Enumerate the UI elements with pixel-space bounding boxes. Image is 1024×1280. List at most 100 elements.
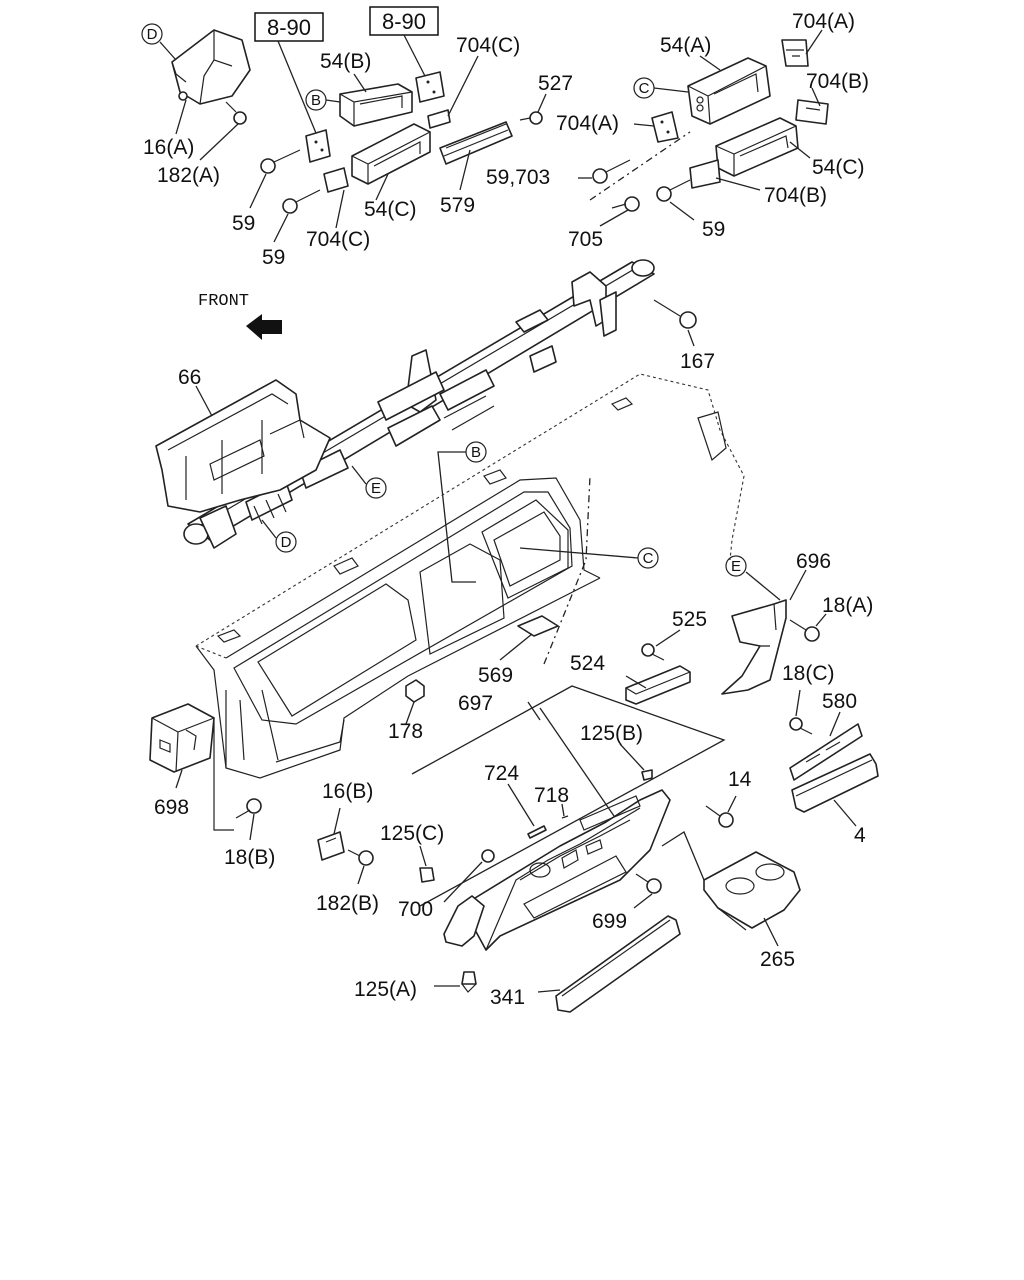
label-59-c: 59 [702, 218, 725, 241]
label-705: 705 [568, 228, 603, 251]
trim-700 [443, 895, 485, 947]
bracket-704b-top [795, 99, 829, 125]
pocket-54b [339, 83, 413, 127]
label-59-b: 59 [262, 246, 285, 269]
label-569: 569 [478, 664, 513, 687]
screw-700 [481, 849, 495, 863]
bolt-18c [789, 717, 813, 735]
label-704b-b: 704(B) [764, 184, 827, 207]
circle-ref-e-beam-text: E [371, 480, 381, 497]
clip-125c [419, 867, 435, 883]
label-54c-b: 54(C) [812, 156, 865, 179]
circle-ref-c-panel: C [637, 547, 659, 569]
circle-ref-c-top-text: C [639, 80, 650, 97]
bolt-18a [789, 619, 820, 642]
label-704b-a: 704(B) [806, 70, 869, 93]
lid-341 [555, 915, 681, 1013]
screw-59-703 [592, 159, 631, 184]
screw-525 [641, 643, 665, 661]
screw-59-a [260, 149, 301, 174]
part-labels: 16(A) 182(A) 59 59 704(C) 54(B) 54(C) 70… [143, 10, 873, 1009]
pocket-54c-right [715, 117, 799, 177]
circle-ref-d-top: D [141, 23, 163, 45]
label-182b: 182(B) [316, 892, 379, 915]
label-18b: 18(B) [224, 846, 275, 869]
clip-125b [641, 769, 653, 781]
label-16b: 16(B) [322, 780, 373, 803]
label-66: 66 [178, 366, 201, 389]
bracket-704a-top [781, 39, 809, 67]
label-700: 700 [398, 898, 433, 921]
label-265: 265 [760, 948, 795, 971]
bracket-d-part [171, 29, 251, 105]
label-18c: 18(C) [782, 662, 835, 685]
label-704c-a: 704(C) [306, 228, 370, 251]
circle-ref-d-beam-text: D [281, 534, 292, 551]
clip-125a [461, 971, 477, 993]
pin-724 [527, 825, 547, 839]
ref-box-8-90-left-text: 8-90 [267, 15, 311, 40]
label-4: 4 [854, 824, 866, 847]
screw-705 [611, 196, 640, 212]
screw-59-b [282, 189, 321, 214]
label-125a: 125(A) [354, 978, 417, 1001]
circle-ref-e-right: E [725, 555, 747, 577]
label-699: 699 [592, 910, 627, 933]
screw-527 [519, 111, 543, 125]
bracket-704c-left [305, 129, 349, 193]
label-178: 178 [388, 720, 423, 743]
lower-panel-697 [461, 789, 671, 951]
pin-718 [561, 815, 569, 819]
label-696: 696 [796, 550, 831, 573]
circle-ref-b-beam: B [465, 441, 487, 463]
label-59-703: 59,703 [486, 166, 550, 189]
pocket-54c-left [351, 123, 431, 185]
circle-ref-d-top-text: D [147, 26, 158, 43]
panel-579 [439, 121, 513, 165]
label-341: 341 [490, 986, 525, 1009]
label-579: 579 [440, 194, 475, 217]
clip-524 [625, 665, 691, 705]
label-54b: 54(B) [320, 50, 371, 73]
bolt-699 [635, 873, 662, 894]
label-59-a: 59 [232, 212, 255, 235]
screw-59-c [656, 179, 691, 202]
label-125c: 125(C) [380, 822, 444, 845]
screw-182a [225, 101, 247, 125]
circle-ref-e-right-text: E [731, 558, 741, 575]
label-524: 524 [570, 652, 605, 675]
label-167: 167 [680, 350, 715, 373]
bolt-167 [653, 299, 697, 329]
circle-ref-d-beam: D [275, 531, 297, 553]
label-16a: 16(A) [143, 136, 194, 159]
plate-580 [789, 723, 863, 781]
bracket-16b [317, 831, 345, 861]
label-697: 697 [458, 692, 493, 715]
cover-4 [791, 753, 879, 813]
label-704c-b: 704(C) [456, 34, 520, 57]
screw-182b [347, 849, 374, 866]
circle-ref-c-panel-text: C [643, 550, 654, 567]
ref-box-8-90-left: 8-90 [254, 12, 324, 42]
bracket-696 [721, 599, 787, 695]
cup-holder-265 [703, 851, 801, 931]
label-54c-a: 54(C) [364, 198, 417, 221]
circle-ref-e-beam: E [365, 477, 387, 499]
nut-178 [405, 679, 425, 703]
bolt-18b [235, 798, 262, 819]
label-14: 14 [728, 768, 752, 791]
label-704a-b: 704(A) [556, 112, 619, 135]
front-indicator: FRONT [198, 292, 282, 340]
circle-ref-c-top: C [633, 77, 655, 99]
label-698: 698 [154, 796, 189, 819]
label-18a: 18(A) [822, 594, 873, 617]
label-182a: 182(A) [157, 164, 220, 187]
box-698 [149, 703, 215, 773]
circle-ref-b-top-text: B [311, 92, 321, 109]
label-527: 527 [538, 72, 573, 95]
bracket-569 [517, 615, 559, 637]
bracket-704b-mid [689, 159, 721, 189]
label-125b: 125(B) [580, 722, 643, 745]
bolt-14 [705, 805, 734, 828]
label-724: 724 [484, 762, 519, 785]
